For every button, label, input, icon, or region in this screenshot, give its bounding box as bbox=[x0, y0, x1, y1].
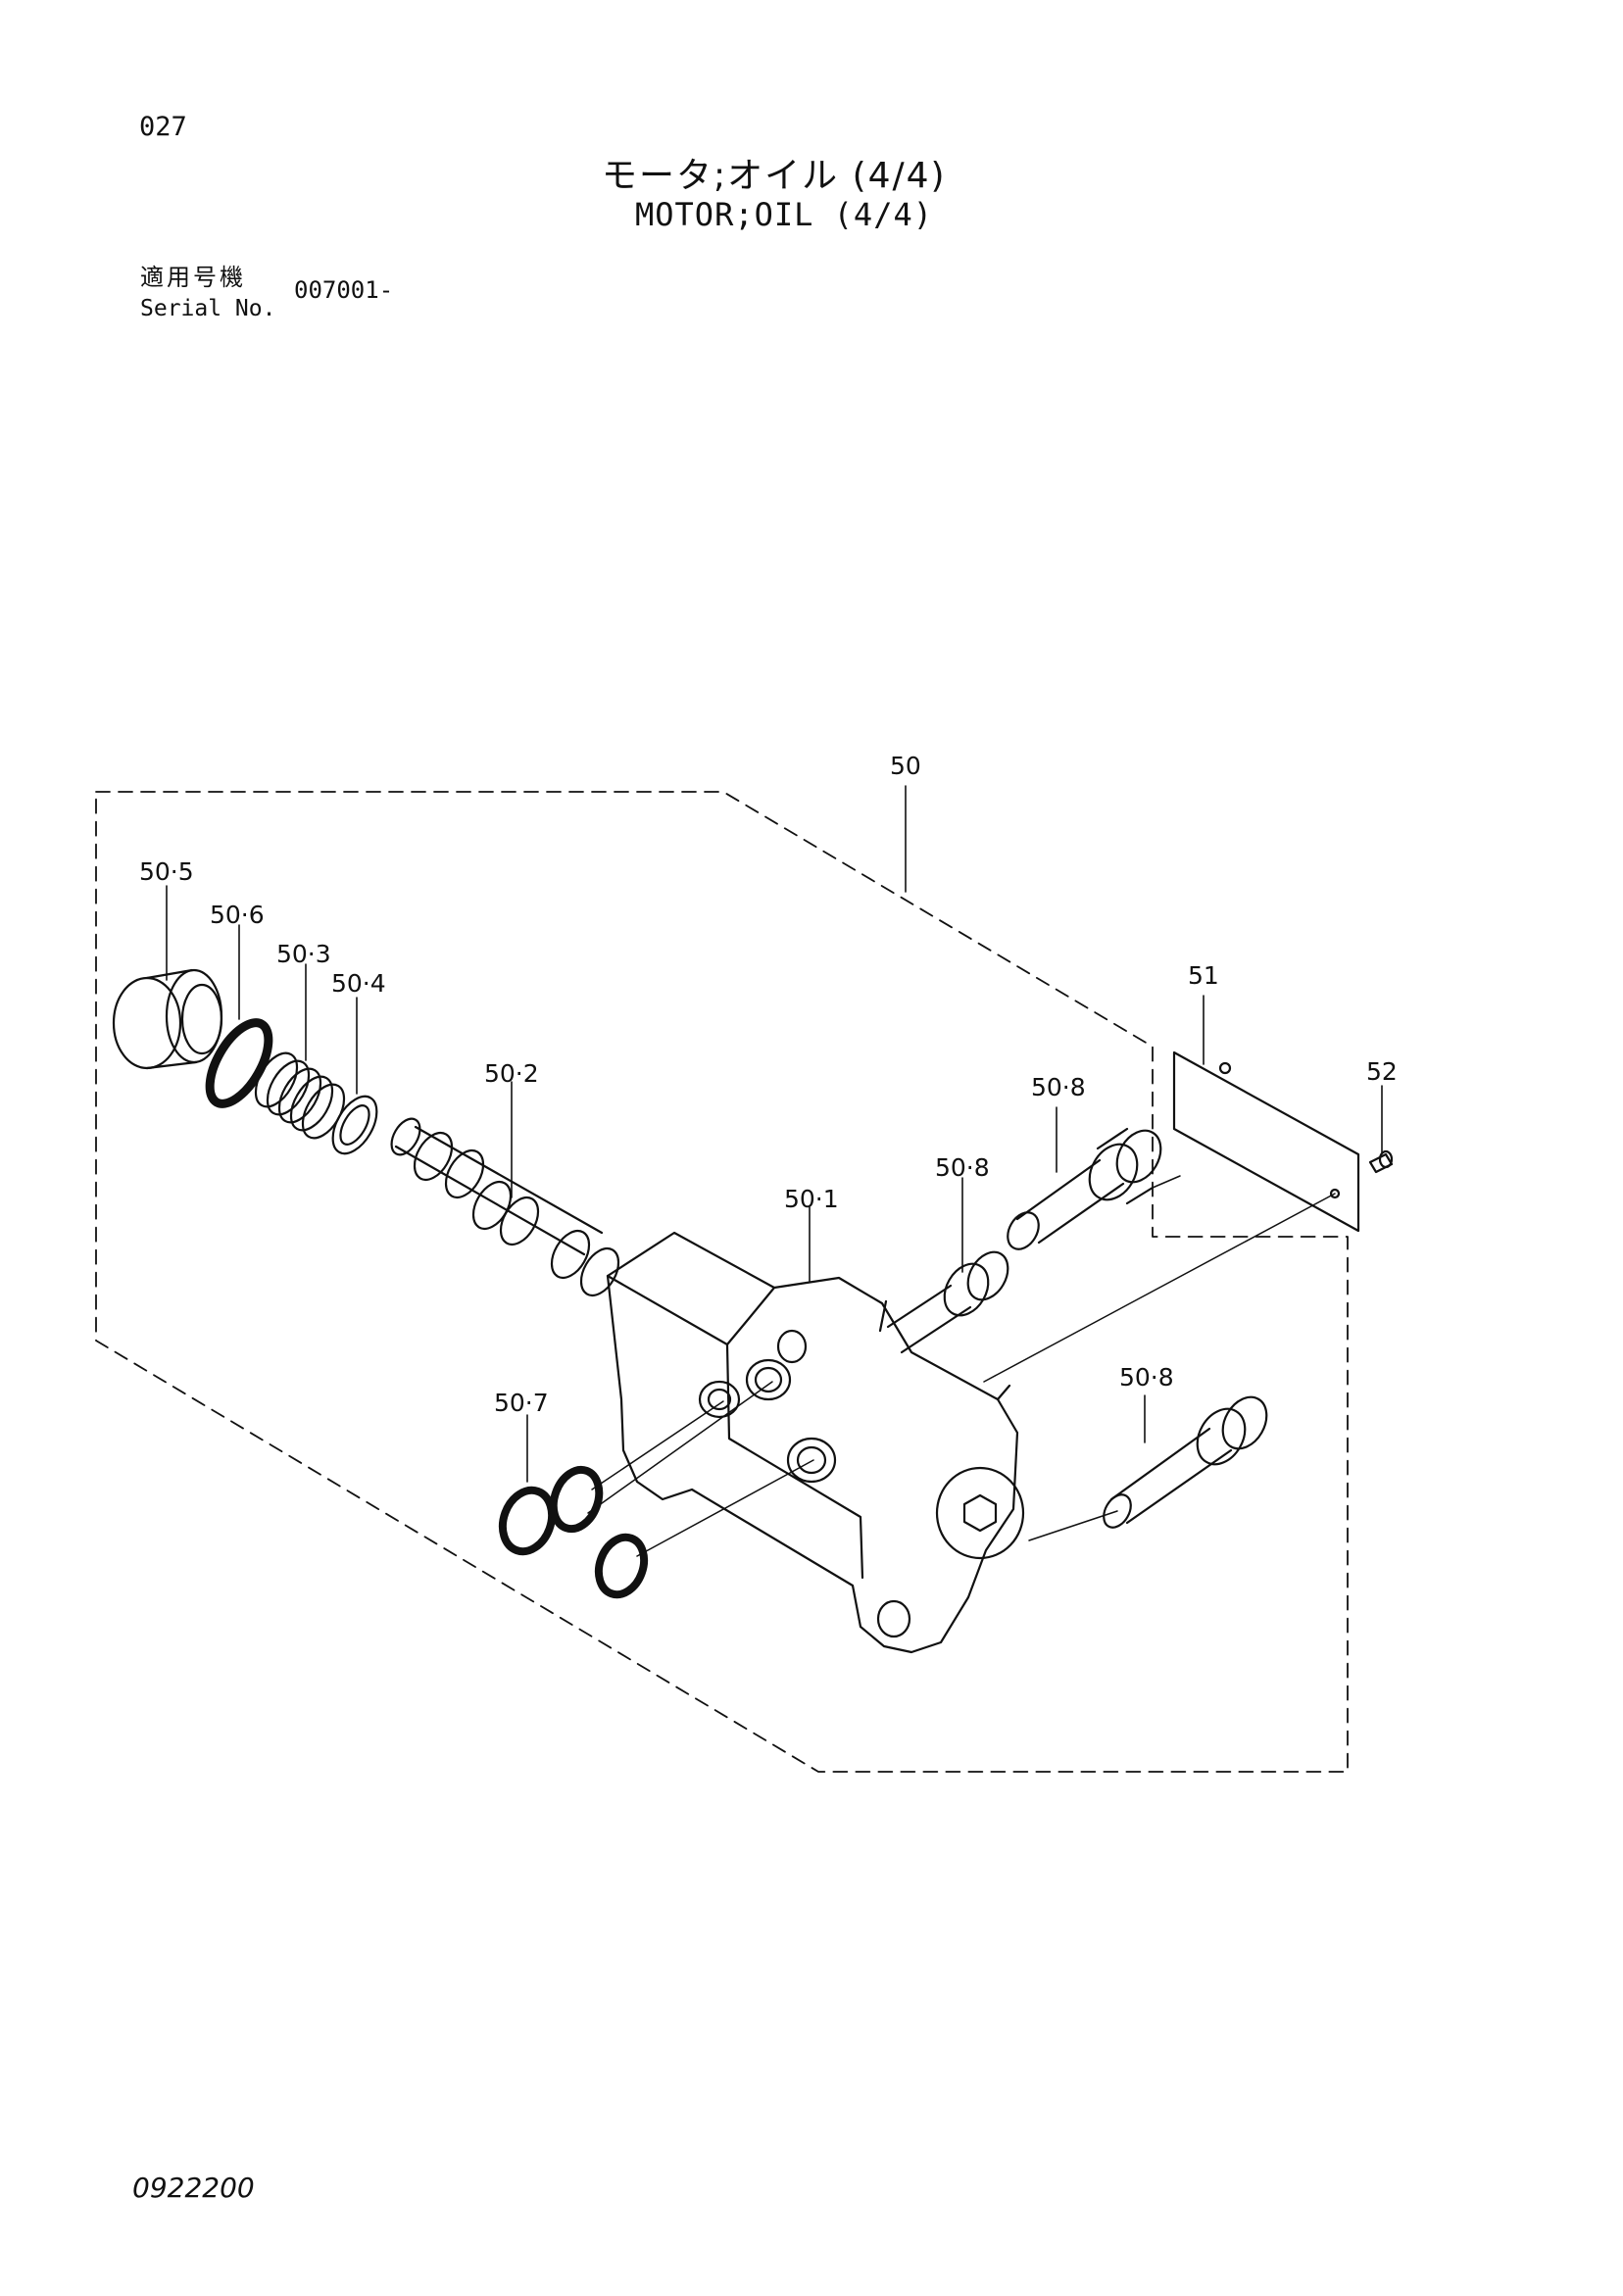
drawing-number: 0922200 bbox=[132, 2172, 255, 2204]
callout-51: 51 bbox=[1188, 961, 1219, 990]
page-title-english: MOTOR;OIL (4/4) bbox=[635, 196, 933, 233]
page-title-japanese: モータ;オイル (4/4) bbox=[602, 156, 947, 196]
assembly-boundary-dashed-outline bbox=[95, 791, 1349, 1773]
callout-52: 52 bbox=[1366, 1057, 1398, 1086]
callout-50-2: 50·2 bbox=[484, 1059, 539, 1088]
callout-50-5: 50·5 bbox=[139, 857, 194, 886]
callout-50-3: 50·3 bbox=[276, 940, 331, 968]
cap-screw-part-50-8-lower bbox=[1103, 1395, 1268, 1529]
callout-50-6: 50·6 bbox=[210, 901, 265, 929]
callout-50-8-upper: 50·8 bbox=[1031, 1073, 1086, 1101]
serial-label-english: Serial No. bbox=[140, 296, 276, 321]
spring-part-50-3 bbox=[254, 1051, 346, 1140]
rivet-part-52 bbox=[1368, 1149, 1394, 1174]
o-rings-part-50-7 bbox=[498, 1465, 649, 1599]
page-number: 027 bbox=[139, 112, 187, 142]
cap-screw-part-50-8-middle bbox=[886, 1250, 1009, 1354]
o-ring-part-50-6 bbox=[205, 1018, 273, 1108]
callout-50-1: 50·1 bbox=[784, 1185, 839, 1213]
callout-50: 50 bbox=[890, 752, 921, 780]
ring-part-50-4 bbox=[331, 1095, 378, 1155]
callout-50-8-lower: 50·8 bbox=[1119, 1363, 1174, 1392]
callout-50-7: 50·7 bbox=[494, 1389, 549, 1417]
callout-50-8-middle: 50·8 bbox=[935, 1153, 990, 1182]
serial-label-japanese: 適用号機 bbox=[140, 264, 246, 291]
cap-screw-part-50-8-upper bbox=[1007, 1127, 1162, 1250]
plug-part-50-5 bbox=[112, 968, 223, 1070]
callout-50-4: 50·4 bbox=[331, 969, 386, 998]
serial-number-value: 007001- bbox=[294, 276, 394, 304]
spool-part-50-2 bbox=[390, 1117, 620, 1296]
name-plate-part-51 bbox=[1172, 1050, 1360, 1233]
valve-body-part-50-1 bbox=[606, 1231, 1025, 1654]
